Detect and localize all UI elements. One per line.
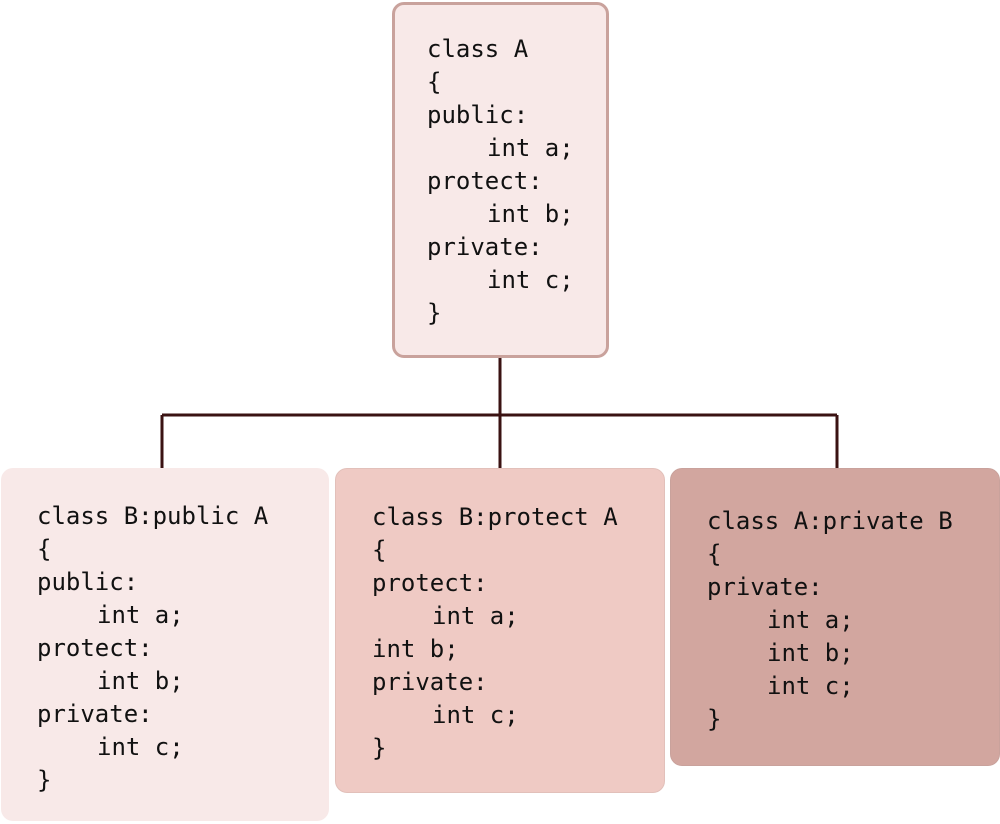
protected-inheritance-box: class B:protect A { protect: int a; int b; pr…	[335, 468, 665, 793]
code-line: }	[372, 734, 387, 762]
code-line: protect:	[427, 167, 543, 195]
code-line: int b;	[767, 639, 854, 667]
code-line: protect:	[37, 634, 153, 662]
base-class-a-code: class A { public: int a; protect: int b; priva…	[427, 33, 606, 330]
code-line: {	[707, 540, 722, 568]
code-line: int a;	[767, 606, 854, 634]
code-line: int a;	[97, 601, 184, 629]
code-line: int c;	[487, 266, 574, 294]
code-line: {	[427, 68, 442, 96]
private-inheritance-code: class A:private B { private: int a; int b; in…	[707, 505, 999, 736]
code-line: int c;	[97, 733, 184, 761]
code-line: {	[37, 535, 52, 563]
code-line: int a;	[487, 134, 574, 162]
code-line: }	[37, 766, 52, 794]
private-inheritance-box: class A:private B { private: int a; int b; in…	[670, 468, 1000, 766]
code-line: int b;	[372, 635, 459, 663]
base-class-a-box: class A { public: int a; protect: int b; priva…	[392, 2, 609, 358]
code-line: int a;	[432, 602, 519, 630]
protected-inheritance-code: class B:protect A { protect: int a; int b; pr…	[372, 501, 664, 765]
code-line: int b;	[487, 200, 574, 228]
code-line: class B:public A	[37, 502, 269, 530]
code-line: class B:protect A	[372, 503, 618, 531]
public-inheritance-box: class B:public A { public: int a; protect: in…	[1, 468, 329, 821]
code-line: private:	[372, 668, 488, 696]
code-line: public:	[37, 568, 139, 596]
code-line: {	[372, 536, 387, 564]
code-line: class A	[427, 35, 529, 63]
code-line: protect:	[372, 569, 488, 597]
code-line: public:	[427, 101, 529, 129]
code-line: }	[427, 299, 442, 327]
code-line: int c;	[767, 672, 854, 700]
code-line: private:	[37, 700, 153, 728]
code-line: }	[707, 705, 722, 733]
public-inheritance-code: class B:public A { public: int a; protect: in…	[37, 500, 329, 797]
code-line: int b;	[97, 667, 184, 695]
code-line: private:	[707, 573, 823, 601]
code-line: class A:private B	[707, 507, 953, 535]
code-line: private:	[427, 233, 543, 261]
code-line: int c;	[432, 701, 519, 729]
